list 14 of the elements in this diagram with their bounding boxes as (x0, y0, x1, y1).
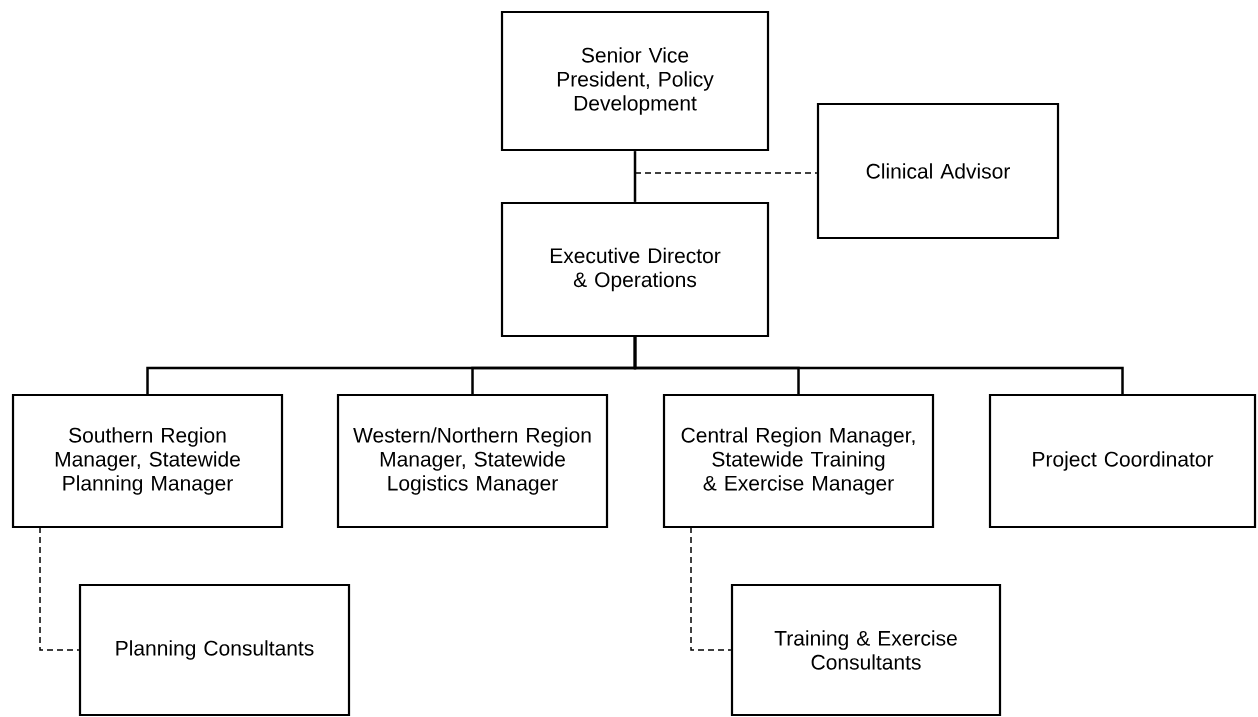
role-box: Training & Exercise Consultants (730, 583, 1002, 717)
connector-line (690, 526, 732, 651)
connector-line (634, 172, 818, 174)
role-box: Southern Region Manager, Statewide Planning Manager (11, 393, 284, 529)
role-box: Executive Director & Operations (500, 201, 770, 338)
role-box: Central Region Manager, Statewide Training & Exercise Manager (662, 393, 935, 529)
role-box: Planning Consultants (78, 583, 351, 717)
role-box: Project Coordinator (988, 393, 1257, 529)
role-box: Senior Vice President, Policy Development (500, 10, 770, 152)
connector-line (39, 526, 80, 651)
connector-line (633, 151, 637, 202)
role-box: Western/Northern Region Manager, Statewide Logistics Manager (336, 393, 609, 529)
role-box: Clinical Advisor (816, 102, 1060, 240)
connector-line (633, 337, 1124, 394)
